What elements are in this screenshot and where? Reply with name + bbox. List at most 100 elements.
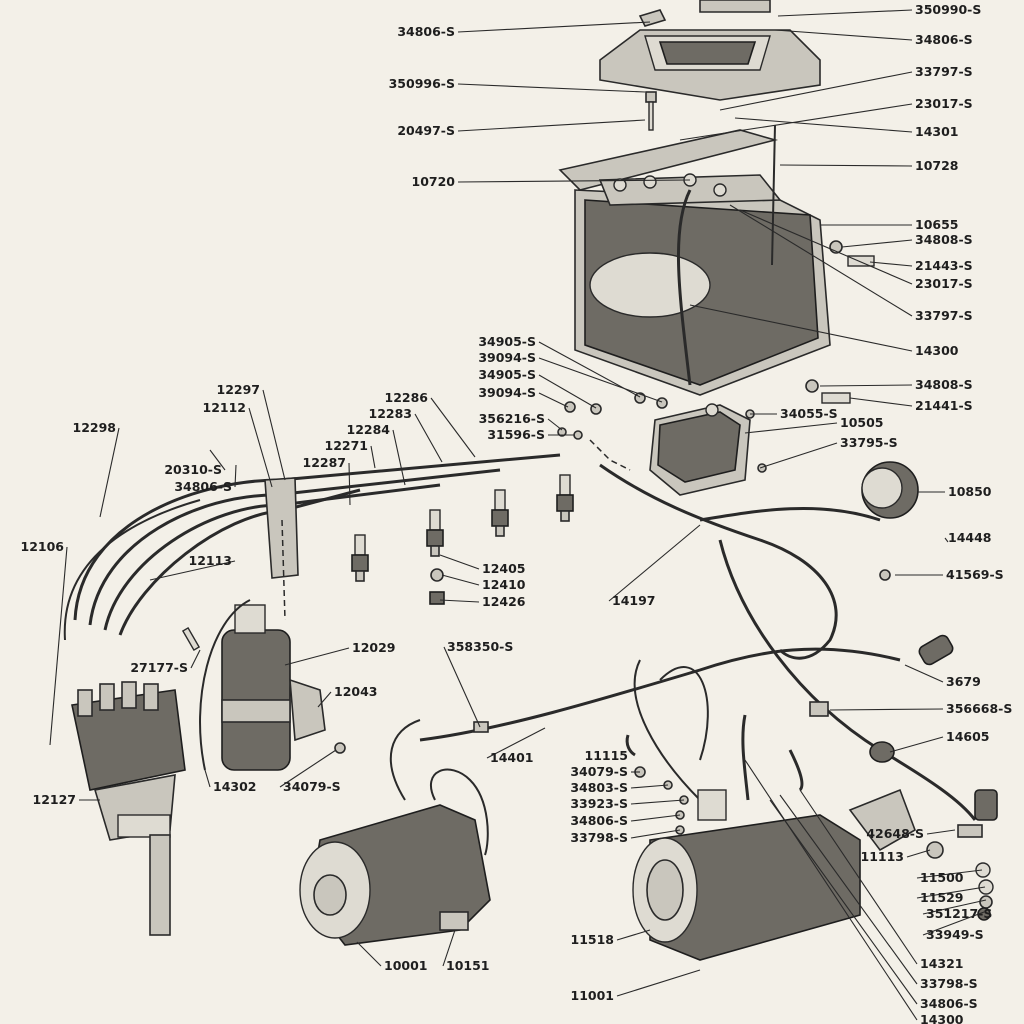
part-number-label: 12298 (73, 420, 117, 435)
terminal-bolts-right (805, 240, 875, 404)
leader-line (538, 357, 663, 403)
part-number-label: 350996-S (389, 76, 455, 91)
part-number-label: 10655 (915, 217, 959, 232)
part-number-label: 42648-S (866, 826, 924, 841)
leader-line (149, 560, 236, 581)
part-number-label: 20310-S (164, 462, 222, 477)
leader-line (457, 21, 651, 33)
spark-plug-wires (63, 453, 561, 641)
leader-line (356, 941, 382, 967)
leader-line (547, 418, 563, 431)
leader-line (744, 422, 838, 434)
leader-line (734, 117, 913, 133)
leader-line (689, 304, 913, 352)
wing-nut (638, 9, 667, 27)
leader-line (616, 969, 701, 997)
generator-leads (389, 719, 489, 856)
part-number-label: 12286 (385, 390, 429, 405)
part-number-label: 12271 (325, 438, 369, 453)
part-number-label: 12029 (352, 640, 396, 655)
battery-hold-down-frame (599, 0, 821, 101)
part-number-label: 14197 (612, 593, 656, 608)
small-screws (557, 392, 767, 473)
part-number-label: 14300 (915, 343, 959, 358)
leader-line (889, 736, 944, 753)
leader-line (739, 209, 913, 285)
part-number-label: 12127 (33, 792, 77, 807)
leader-line (799, 789, 918, 965)
leader-line (759, 442, 838, 469)
part-number-label: 14605 (946, 729, 990, 744)
part-number-label: 14321 (920, 956, 964, 971)
part-number-label: 23017-S (915, 96, 973, 111)
distributor (71, 681, 186, 936)
part-number-label: 351217-S (926, 906, 992, 921)
leader-line (679, 103, 913, 141)
part-number-label: 33798-S (920, 976, 978, 991)
part-number-label: 23017-S (915, 276, 973, 291)
part-number-label: 12426 (482, 594, 526, 609)
part-number-label: 27177-S (130, 660, 188, 675)
leader-line (774, 29, 913, 41)
leader-line (944, 537, 949, 543)
part-number-label: 20497-S (397, 123, 455, 138)
part-number-label: 14401 (490, 750, 534, 765)
part-number-label: 33949-S (926, 927, 984, 942)
leader-line (284, 647, 350, 666)
part-number-label: 3679 (946, 674, 981, 689)
leader-line (538, 374, 597, 409)
part-number-label: 33923-S (570, 796, 628, 811)
part-number-label: 12287 (303, 455, 347, 470)
part-number-label: 39094-S (478, 385, 536, 400)
leader-line (204, 769, 211, 788)
leader-line (779, 794, 918, 985)
part-number-label: 34905-S (478, 367, 536, 382)
part-number-label: 34808-S (915, 232, 973, 247)
part-number-label: 10151 (446, 958, 490, 973)
leader-line (190, 649, 201, 669)
part-number-label: 34808-S (915, 377, 973, 392)
part-number-label: 34806-S (174, 479, 232, 494)
part-number-label: 34803-S (570, 780, 628, 795)
leader-line (99, 427, 120, 518)
leader-line (538, 392, 569, 408)
leader-line (608, 524, 701, 602)
wiring-harness (419, 439, 977, 821)
part-number-label: 12283 (369, 406, 413, 421)
leader-line (630, 814, 681, 822)
leader-line (209, 449, 226, 471)
clip-358350 (473, 721, 489, 733)
grommet-14605 (869, 741, 895, 763)
leader-line (630, 784, 669, 789)
leader-line (906, 849, 931, 858)
part-number-label: 10505 (840, 415, 884, 430)
part-number-label: 34806-S (920, 996, 978, 1011)
leader-line (630, 829, 681, 839)
part-number-label: 34806-S (397, 24, 455, 39)
leader-line (916, 869, 983, 879)
part-number-label: 34806-S (570, 813, 628, 828)
leader-line (779, 164, 913, 167)
ammeter-gauge (861, 461, 919, 519)
part-number-label: 39094-S (478, 350, 536, 365)
leader-line (719, 71, 913, 111)
connector-plug-3679 (918, 634, 954, 666)
leader-line (486, 727, 546, 759)
voltage-regulator (649, 403, 751, 496)
part-number-label: 12112 (203, 400, 247, 415)
leader-line (922, 911, 985, 936)
part-number-label: 33798-S (570, 830, 628, 845)
leader-line (630, 799, 685, 805)
leader-line (414, 413, 443, 463)
screw-27177 (181, 627, 201, 651)
leader-line (916, 886, 986, 899)
battery-cable (676, 189, 692, 386)
leader-line (926, 829, 956, 835)
part-number-label: 14301 (915, 124, 959, 139)
leader-line (744, 759, 918, 1021)
part-number-label: 11115 (585, 748, 629, 763)
leader-line (616, 929, 651, 941)
part-number-label: 33795-S (840, 435, 898, 450)
leader-line (904, 664, 944, 683)
